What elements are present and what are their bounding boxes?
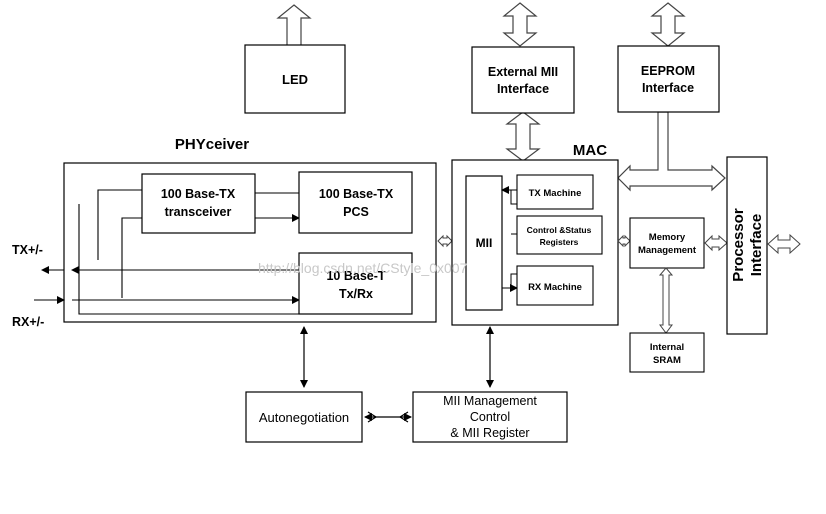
control-status-registers-box: Control &Status Registers [516, 215, 603, 255]
led-box: LED [244, 44, 346, 114]
phy-mac-double-arrow [437, 234, 453, 248]
processor-interface-box: Processor Interface [726, 156, 768, 335]
base100-transceiver-line2: transceiver [165, 205, 232, 219]
led-label: LED [282, 72, 308, 87]
mii-management-box: MII Management Control & MII Register [412, 391, 568, 443]
internal-sram-line1: Internal [650, 342, 684, 353]
mii-management-line2: Control [470, 410, 510, 424]
tx-rx-external-lines [34, 266, 65, 304]
internal-sram-box: Internal SRAM [629, 332, 705, 373]
mac-memory-double-arrow [617, 234, 631, 248]
mii-internal-connectors [501, 186, 518, 292]
led-up-arrow [276, 4, 312, 47]
rx-label: RX+/- [12, 315, 44, 329]
external-mii-top-double-arrow [502, 2, 538, 47]
memory-processor-double-arrow [704, 234, 728, 252]
base100-pcs-line2: PCS [343, 205, 369, 219]
lower-connections [300, 326, 494, 423]
base10-line2: Tx/Rx [339, 287, 373, 301]
phyceiver-title: PHYceiver [175, 136, 249, 153]
base100-pcs-line1: 100 Base-TX [319, 187, 394, 201]
base10-txrx-box: 10 Base-T Tx/Rx [298, 252, 413, 315]
base100-transceiver-box: 100 Base-TX transceiver [141, 173, 256, 234]
tx-label: TX+/- [12, 243, 43, 257]
mii-box: MII [465, 175, 503, 311]
memory-sram-double-arrow [658, 267, 674, 334]
autonegotiation-box: Autonegotiation [245, 391, 363, 443]
control-status-line1: Control &Status [527, 225, 592, 235]
phy-internal-wiring [71, 189, 300, 315]
mac-title: MAC [573, 142, 607, 159]
rx-machine-box: RX Machine [516, 265, 594, 306]
eeprom-label-line1: EEPROM [641, 64, 695, 78]
external-mii-interface-box: External MII Interface [471, 46, 575, 114]
rx-machine-label: RX Machine [528, 282, 582, 293]
eeprom-label-line2: Interface [642, 81, 694, 95]
memory-management-line1: Memory [649, 232, 686, 243]
eeprom-top-double-arrow [650, 2, 686, 47]
base100-pcs-box: 100 Base-TX PCS [298, 171, 413, 234]
external-mii-mac-double-arrow [505, 111, 541, 162]
base100-transceiver-line1: 100 Base-TX [161, 187, 236, 201]
control-status-line2: Registers [540, 237, 579, 247]
mii-management-line1: MII Management [443, 394, 537, 408]
memory-management-line2: Management [638, 245, 697, 256]
base10-line1: 10 Base-T [326, 269, 385, 283]
external-mii-label-line2: Interface [497, 82, 549, 96]
processor-external-double-arrow [767, 233, 801, 255]
mii-management-line3: & MII Register [450, 426, 529, 440]
processor-interface-line1: Processor [730, 208, 747, 282]
tx-machine-box: TX Machine [516, 174, 594, 210]
tx-machine-label: TX Machine [529, 188, 582, 199]
external-mii-label-line1: External MII [488, 65, 558, 79]
autonegotiation-label: Autonegotiation [259, 410, 349, 425]
eeprom-interface-box: EEPROM Interface [617, 45, 720, 113]
processor-interface-line2: Interface [748, 214, 765, 277]
mii-label: MII [476, 236, 493, 250]
watermark: http://blog.csdn.net/CStyle_0x007 [258, 260, 468, 276]
internal-sram-line2: SRAM [653, 355, 681, 366]
eeprom-bus-connector [617, 111, 726, 192]
memory-management-box: Memory Management [629, 217, 705, 269]
